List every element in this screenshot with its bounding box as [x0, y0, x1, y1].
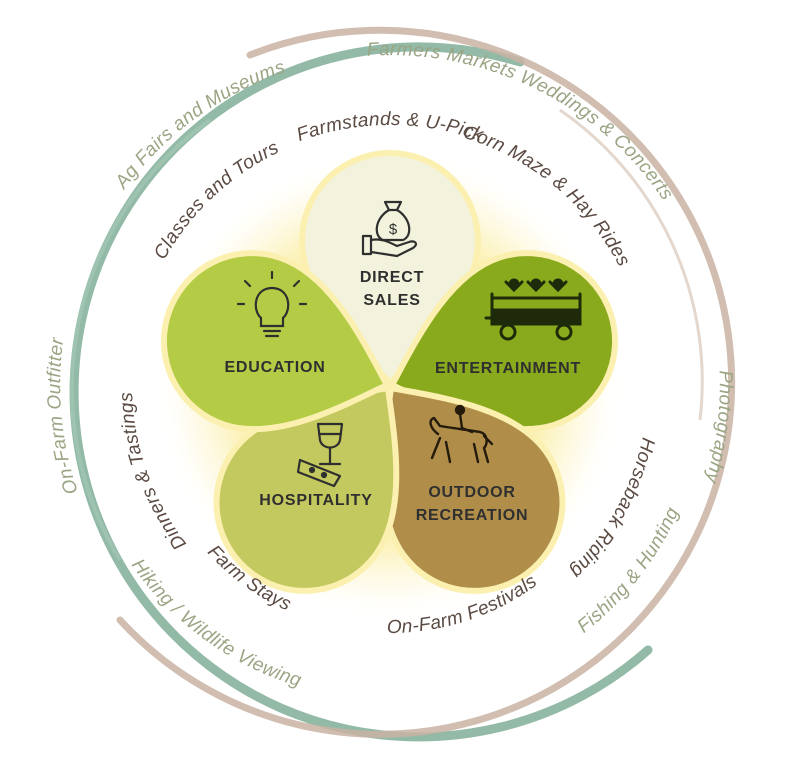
- outer-label-weddings: Weddings & Concerts: [517, 67, 678, 205]
- outdoor-recreation-label-line1: OUTDOOR: [428, 484, 515, 501]
- outer-label-photography: Photography: [700, 370, 735, 487]
- lightbulb-icon: [236, 270, 308, 338]
- direct-sales-label-line1: DIRECT: [360, 269, 424, 286]
- hospitality-label: HOSPITALITY: [259, 492, 372, 509]
- direct-sales-label-line2: SALES: [363, 292, 420, 309]
- svg-text:$: $: [389, 221, 398, 238]
- money-bag-hand-icon: $: [361, 200, 418, 258]
- horseback-rider-icon: [429, 404, 494, 464]
- outer-label-farmers-markets: Farmers Markets: [366, 39, 519, 84]
- green-ring-inner: [69, 118, 212, 562]
- outer-rings: [69, 26, 736, 742]
- tan-ring: [116, 26, 736, 738]
- inner-label-farmstands: Farmstands & U-Pick: [294, 109, 487, 146]
- tan-ring-inner: [559, 108, 704, 421]
- petal-labels: DIRECT SALES EDUCATION ENTERTAINMENT HOS…: [224, 269, 581, 524]
- education-label: EDUCATION: [224, 359, 325, 376]
- outdoor-recreation-label-line2: RECREATION: [416, 507, 529, 524]
- entertainment-label: ENTERTAINMENT: [435, 360, 581, 377]
- hay-wagon-icon: [484, 278, 582, 341]
- wine-cheese-icon: [296, 422, 344, 488]
